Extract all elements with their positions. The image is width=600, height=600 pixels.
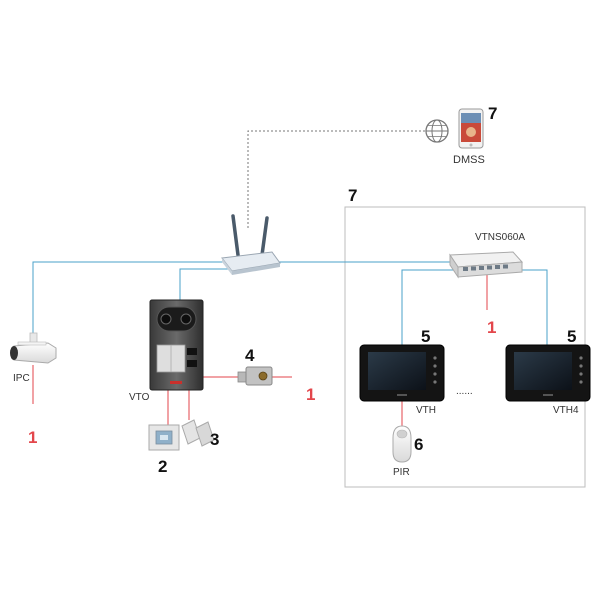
vth4-label: VTH4 (553, 405, 579, 416)
vth4-number: 5 (567, 327, 576, 346)
smartphone-icon (458, 108, 484, 149)
dmss-number: 7 (488, 104, 497, 123)
switch-label: VTNS060A (475, 232, 525, 243)
exit-button-icon (148, 424, 180, 451)
zone-number: 7 (348, 186, 357, 205)
link-switch-vth4 (505, 269, 548, 345)
router-icon (221, 214, 281, 275)
link-router-ipc (32, 261, 225, 335)
network-switch-icon (449, 251, 524, 279)
ipc-label: IPC (13, 373, 30, 384)
lock-number: 4 (245, 346, 255, 365)
electric-lock-icon (237, 366, 273, 386)
door-sensor-icon (181, 419, 215, 447)
link-switch-vth (401, 269, 470, 345)
pir-number: 6 (414, 435, 423, 454)
exit-button-number: 2 (158, 457, 167, 476)
vto-label: VTO (129, 392, 150, 403)
more-monitors-ellipsis: ...... (456, 386, 473, 397)
vth4-indoor-monitor-icon (505, 344, 591, 402)
vth-number: 5 (421, 327, 430, 346)
internet-link (247, 130, 430, 228)
vth-label: VTH (416, 405, 436, 416)
pir-label: PIR (393, 467, 410, 478)
globe-icon (425, 119, 449, 143)
lock-power-number: 1 (306, 385, 315, 404)
door-station-icon (149, 299, 204, 391)
switch-power-number: 1 (487, 318, 496, 337)
dmss-label: DMSS (453, 154, 485, 166)
vth-indoor-monitor-icon (359, 344, 445, 402)
link-router-vto (179, 268, 232, 300)
ipc-power-number: 1 (28, 428, 37, 447)
door-sensor-number: 3 (210, 430, 219, 449)
bullet-camera-icon (10, 332, 57, 364)
pir-sensor-icon (392, 425, 412, 463)
power-links (32, 275, 488, 428)
